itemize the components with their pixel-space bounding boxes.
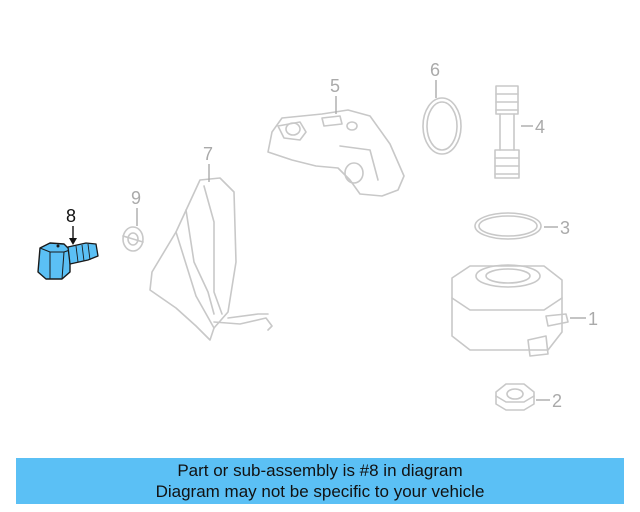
callout-9[interactable]: 9	[131, 188, 141, 208]
caption-banner: Part or sub-assembly is #8 in diagram Di…	[16, 458, 624, 504]
part-6-o-ring[interactable]	[422, 97, 462, 155]
caption-line-1: Part or sub-assembly is #8 in diagram	[177, 461, 463, 480]
part-2-nut[interactable]	[495, 383, 535, 411]
leader-8-arrow	[69, 238, 77, 245]
callout-8[interactable]: 8	[66, 206, 76, 226]
part-8-bolt[interactable]	[37, 242, 99, 280]
callout-2[interactable]: 2	[552, 391, 562, 411]
callout-5[interactable]: 5	[330, 76, 340, 96]
callout-6[interactable]: 6	[430, 60, 440, 80]
callout-7[interactable]: 7	[203, 144, 213, 164]
part-7-bracket[interactable]	[149, 177, 273, 341]
part-3-gasket[interactable]	[474, 212, 542, 240]
callout-4[interactable]: 4	[535, 117, 545, 137]
callout-3[interactable]: 3	[560, 218, 570, 238]
part-5-housing-cover[interactable]	[267, 109, 405, 197]
callout-1[interactable]: 1	[588, 309, 598, 329]
part-4-tube[interactable]	[494, 85, 520, 179]
parts-diagram: 8 9 7 5 6	[37, 60, 598, 411]
part-1-oil-cooler[interactable]	[451, 264, 569, 357]
part-9-washer[interactable]	[122, 226, 144, 252]
caption-line-2: Diagram may not be specific to your vehi…	[155, 482, 485, 501]
